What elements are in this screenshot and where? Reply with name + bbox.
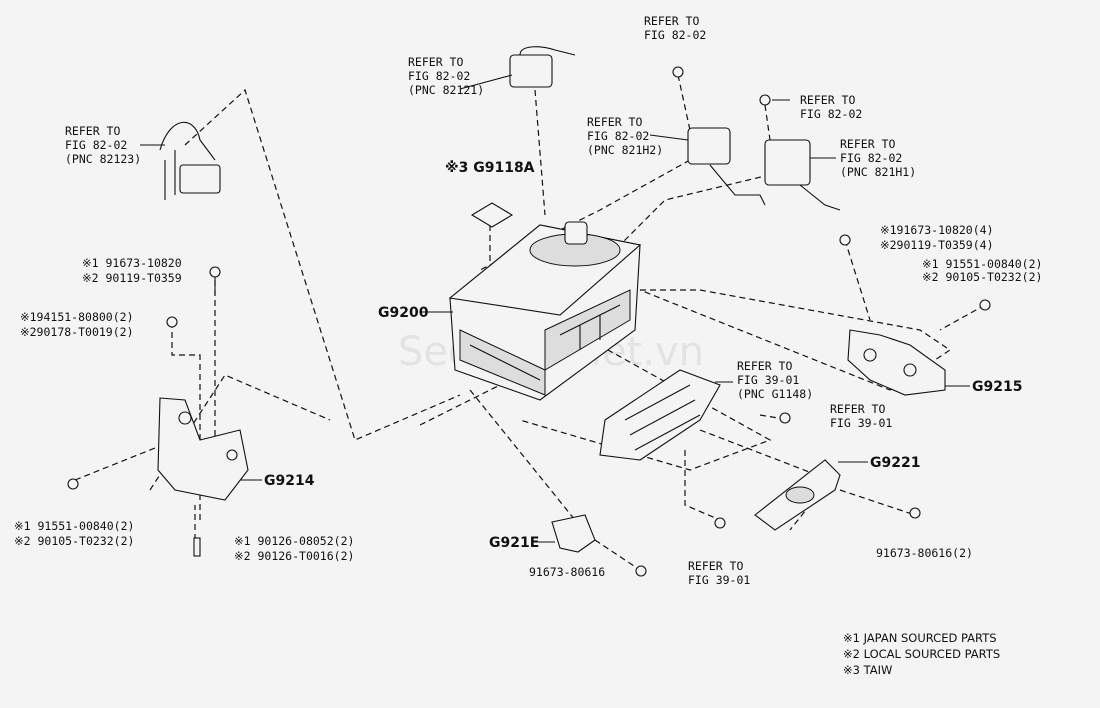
refer-r7: REFER TO FIG 39-01 (PNC G1148) bbox=[737, 359, 813, 401]
legend-item-1: ※1 JAPAN SOURCED PARTS bbox=[843, 631, 997, 645]
partno-p3: ※194151-80800(2) bbox=[20, 310, 134, 324]
right-bracket bbox=[847, 329, 946, 396]
refer-r4-line3: (PNC 821H2) bbox=[587, 143, 663, 157]
connector-821H1 bbox=[764, 139, 841, 211]
partno-p2: ※2 90119-T0359 bbox=[82, 271, 182, 285]
callout-g9214: G9214 bbox=[264, 473, 315, 489]
partno-p9: 91673-80616 bbox=[529, 565, 605, 579]
refer-r5: REFER TO FIG 82-02 bbox=[800, 93, 862, 121]
callout-g921e: G921E bbox=[489, 535, 539, 551]
inverter-assembly bbox=[448, 221, 642, 401]
cover-piece-g921e bbox=[551, 514, 596, 553]
refer-r8: REFER TO FIG 39-01 bbox=[830, 402, 892, 430]
refer-r9-line1: REFER TO bbox=[688, 559, 743, 573]
refer-r1-line3: (PNC 82123) bbox=[65, 152, 141, 166]
legend-item-3: ※3 TAIW bbox=[843, 663, 892, 677]
refer-r3-line1: REFER TO bbox=[644, 14, 699, 28]
refer-r5-line2: FIG 82-02 bbox=[800, 107, 862, 121]
legend-item-2: ※2 LOCAL SOURCED PARTS bbox=[843, 647, 1000, 661]
refer-r4-line1: REFER TO bbox=[587, 115, 642, 129]
refer-r2-line3: (PNC 82121) bbox=[408, 83, 484, 97]
bolts bbox=[67, 66, 991, 577]
left-bracket bbox=[157, 397, 249, 501]
refer-r1-line1: REFER TO bbox=[65, 124, 120, 138]
callout-g9200: G9200 bbox=[378, 305, 429, 321]
callout-g9215: G9215 bbox=[972, 379, 1022, 395]
refer-r1-line2: FIG 82-02 bbox=[65, 138, 127, 152]
partno-p10: ※191673-10820(4) bbox=[880, 223, 994, 237]
partno-p6: ※2 90105-T0232(2) bbox=[14, 534, 134, 548]
callout-leaders bbox=[140, 74, 970, 543]
refer-r3: REFER TO FIG 82-02 bbox=[644, 14, 706, 42]
label-plate bbox=[470, 202, 514, 228]
partno-p5: ※1 91551-00840(2) bbox=[14, 519, 134, 533]
refer-r2-line1: REFER TO bbox=[408, 55, 463, 69]
refer-r3-line2: FIG 82-02 bbox=[644, 28, 706, 42]
refer-r9-line2: FIG 39-01 bbox=[688, 573, 750, 587]
partno-p7: ※1 90126-08052(2) bbox=[234, 534, 354, 548]
cover-plate bbox=[754, 459, 841, 531]
refer-r5-line1: REFER TO bbox=[800, 93, 855, 107]
partno-p12: ※1 91551-00840(2) bbox=[922, 257, 1042, 271]
refer-r7-line3: (PNC G1148) bbox=[737, 387, 813, 401]
refer-r8-line1: REFER TO bbox=[830, 402, 885, 416]
partno-p14: 91673-80616(2) bbox=[876, 546, 973, 560]
refer-r4-line2: FIG 82-02 bbox=[587, 129, 649, 143]
connector-82121 bbox=[509, 46, 576, 88]
partno-p8: ※2 90126-T0016(2) bbox=[234, 549, 354, 563]
refer-r4: REFER TO FIG 82-02 (PNC 821H2) bbox=[587, 115, 663, 157]
refer-r8-line2: FIG 39-01 bbox=[830, 416, 892, 430]
refer-r6-line1: REFER TO bbox=[840, 137, 895, 151]
refer-r1: REFER TO FIG 82-02 (PNC 82123) bbox=[65, 124, 141, 166]
refer-r6: REFER TO FIG 82-02 (PNC 821H1) bbox=[840, 137, 916, 179]
refer-r2: REFER TO FIG 82-02 (PNC 82121) bbox=[408, 55, 484, 97]
refer-r2-line2: FIG 82-02 bbox=[408, 69, 470, 83]
harness-82123 bbox=[159, 121, 221, 200]
refer-r9: REFER TO FIG 39-01 bbox=[688, 559, 750, 587]
terminal-block bbox=[599, 369, 721, 461]
refer-r7-line2: FIG 39-01 bbox=[737, 373, 799, 387]
partno-p11: ※290119-T0359(4) bbox=[880, 238, 994, 252]
partno-p1: ※1 91673-10820 bbox=[82, 256, 182, 270]
refer-r7-line1: REFER TO bbox=[737, 359, 792, 373]
callout-g9221: G9221 bbox=[870, 455, 920, 471]
refer-r6-line2: FIG 82-02 bbox=[840, 151, 902, 165]
refer-r6-line3: (PNC 821H1) bbox=[840, 165, 916, 179]
partno-p13: ※2 90105-T0232(2) bbox=[922, 270, 1042, 284]
connector-821H2 bbox=[687, 127, 766, 206]
legend: ※1 JAPAN SOURCED PARTS ※2 LOCAL SOURCED … bbox=[843, 631, 1000, 677]
callout-g9118a: ※3 G9118A bbox=[445, 160, 535, 176]
partno-p4: ※290178-T0019(2) bbox=[20, 325, 134, 339]
